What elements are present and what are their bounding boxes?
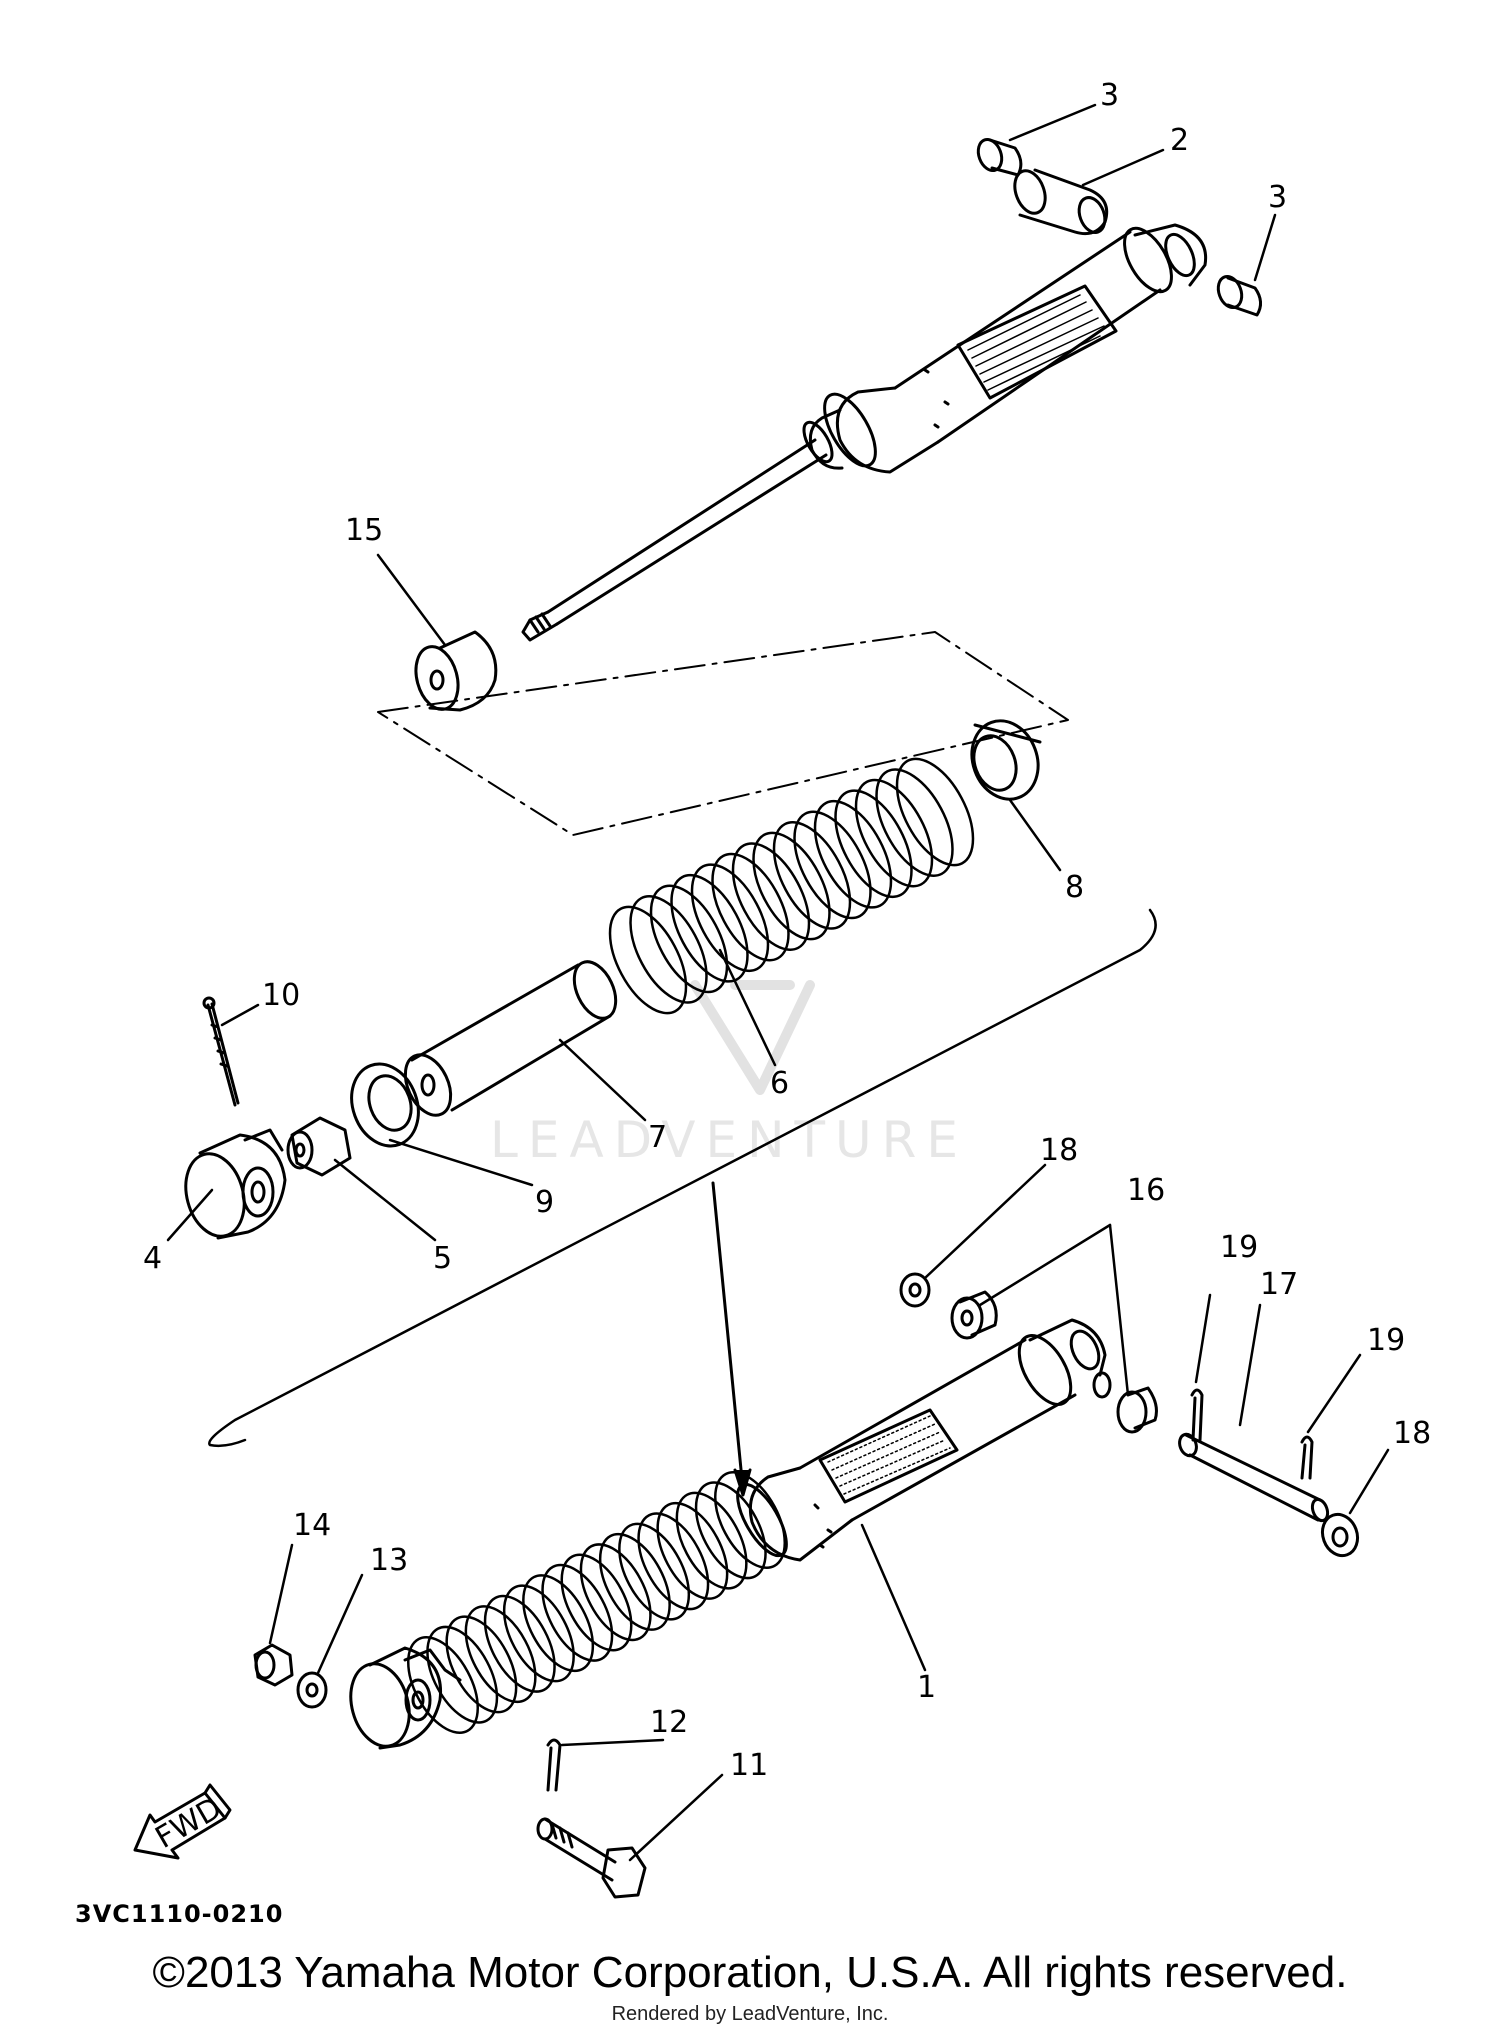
callout-15: 12 — [650, 1705, 688, 1740]
rendered-by-notice: Rendered by LeadVenture, Inc. — [611, 2003, 889, 2025]
callout-19-left: 19 — [1220, 1230, 1258, 1265]
callout-19-right: 19 — [1367, 1323, 1405, 1358]
bolt-part-12 — [536, 1817, 647, 1899]
assembly-outline — [377, 631, 1069, 836]
callout-11: 15 — [345, 513, 383, 548]
lower-eye-assembled — [349, 1646, 462, 1750]
bolt-part-6 — [202, 996, 240, 1107]
washer-part-18 — [899, 1272, 1360, 1558]
washer-part-9 — [350, 1062, 420, 1148]
rear-shock-absorber-part-1 — [736, 1318, 1112, 1562]
leader-lines — [166, 103, 1390, 1862]
fwd-arrow-icon — [133, 1783, 232, 1860]
assembly-bracket — [208, 908, 1157, 1448]
assembly-arrow — [711, 1181, 745, 1492]
callout-14: 14 — [293, 1508, 331, 1543]
callout-1: 1 — [917, 1670, 936, 1705]
callout-2: 2 — [1170, 123, 1189, 158]
callout-4: 4 — [143, 1241, 162, 1276]
cotter-pin-part-19 — [1190, 1388, 1314, 1480]
callout-12: 11 — [730, 1748, 768, 1783]
washer-part-13 — [296, 1671, 328, 1709]
collar-tube-part-8 — [403, 960, 618, 1117]
nut-part-14 — [253, 1643, 294, 1687]
bushing-part-3-right — [1216, 275, 1262, 317]
pin-part-17 — [1178, 1432, 1330, 1523]
callout-10: 8 — [1065, 870, 1084, 905]
cotter-pin-part-15 — [546, 1738, 562, 1792]
callout-9: 9 — [535, 1185, 554, 1220]
callout-3-right: 3 — [1268, 180, 1287, 215]
shock-body-upper — [521, 223, 1208, 642]
callout-3-top: 3 — [1100, 78, 1119, 113]
bushing-part-3-top — [976, 138, 1023, 177]
copyright-notice: ©2013 Yamaha Motor Corporation, U.S.A. A… — [152, 1948, 1348, 1997]
watermark-text: LEADVENTURE — [490, 1111, 968, 1169]
callout-17: 17 — [1260, 1267, 1298, 1302]
spring-part-7 — [608, 757, 975, 1015]
callout-13: 13 — [370, 1543, 408, 1578]
callout-18-lower: 18 — [1393, 1416, 1431, 1451]
spring-seat-part-10 — [970, 719, 1042, 801]
callout-6: 10 — [262, 978, 300, 1013]
callout-7: 6 — [770, 1066, 789, 1101]
callout-8: 7 — [648, 1120, 667, 1155]
bushing-part-16 — [950, 1290, 1158, 1434]
rubber-stopper-part-11 — [414, 630, 498, 712]
fwd-label: FWD — [150, 1791, 228, 1856]
callout-5: 5 — [433, 1241, 452, 1276]
watermark-logo — [690, 980, 815, 1095]
callout-18-upper: 18 — [1040, 1133, 1078, 1168]
collar-part-2 — [1013, 168, 1109, 236]
diagram-code: 3VC1110-0210 — [75, 1900, 283, 1928]
nut-part-5 — [286, 1116, 352, 1177]
callout-16: 16 — [1127, 1173, 1165, 1208]
eye-part-4 — [184, 1128, 287, 1240]
